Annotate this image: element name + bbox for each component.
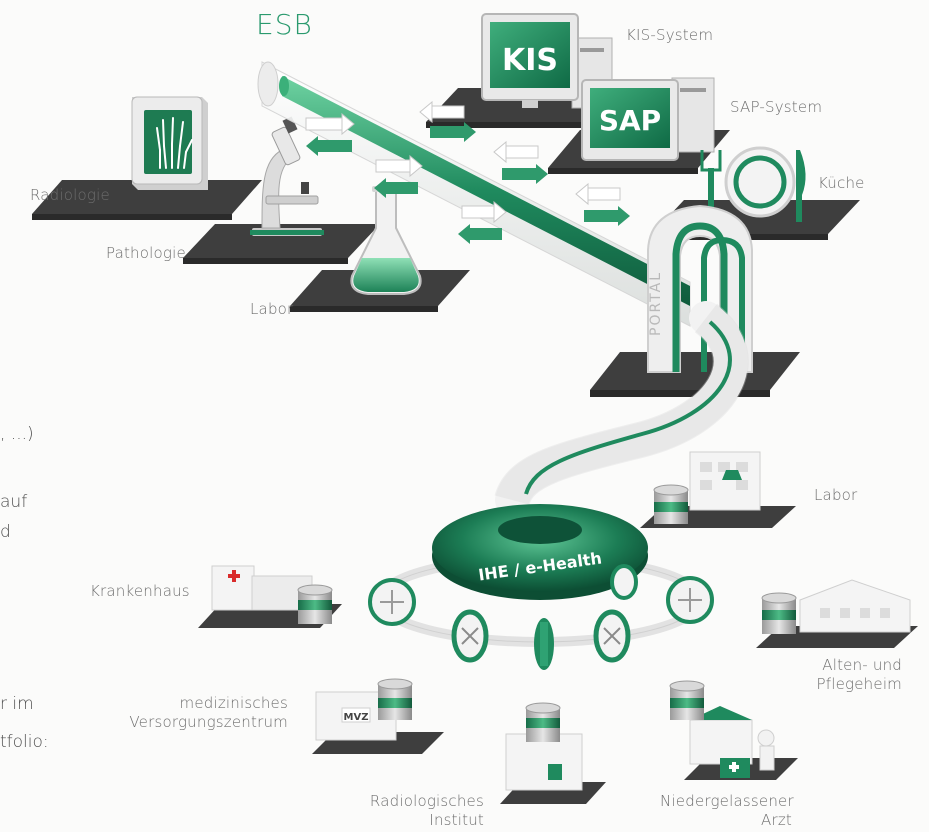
altenheim-label-line1: Alten- und [822, 656, 902, 674]
database-drum-icon [761, 592, 797, 634]
labor-right-label: Labor [814, 486, 858, 504]
labor-station [290, 186, 470, 312]
edge-text-5: tfolio: [0, 732, 49, 752]
arzt-site [669, 680, 798, 780]
radiologisches-institut-label: Radiologisches Institut [350, 792, 484, 830]
edge-text-4: r im [0, 694, 34, 714]
ihe-ehealth-hub: IHE / e-Health [432, 504, 648, 600]
connector-disc [666, 576, 714, 624]
arrow-icon [575, 182, 630, 226]
connector-disc [534, 618, 554, 670]
portal-text: PORTAL [648, 271, 664, 336]
rad-inst-label-line2: Institut [429, 811, 484, 829]
arrow-icon [458, 200, 507, 244]
arrow-icon [374, 154, 423, 198]
database-drum-icon [669, 680, 705, 720]
labor-right-site [640, 451, 796, 528]
arrow-icon [419, 100, 476, 142]
microscope-icon [250, 116, 324, 236]
plate-cutlery-icon [700, 146, 806, 222]
connector-discs [368, 564, 714, 670]
labor-top-label: Labor [250, 300, 294, 318]
mvz-label-line2: Versorgungszentrum [129, 713, 288, 731]
esb-message-arrows [305, 100, 630, 244]
edge-text-1: , ...) [0, 424, 34, 444]
altenheim-label: Alten- und Pflegeheim [790, 656, 902, 694]
sap-system-label: SAP-System [730, 98, 823, 116]
radiologisches-institut-site [500, 702, 606, 804]
mvz-sign-text: MVZ [344, 712, 369, 723]
krankenhaus-site [198, 565, 342, 628]
edge-text-2: auf [0, 492, 28, 512]
kis-monitor: KIS [481, 13, 579, 108]
arzt-label-line2: Arzt [761, 811, 792, 829]
sap-station: SAP [548, 77, 730, 174]
database-drum-icon [377, 678, 413, 720]
mvz-label-line1: medizinisches [179, 694, 288, 712]
flask-icon [350, 186, 422, 295]
kis-system-label: KIS-System [626, 26, 714, 44]
database-drum-icon [653, 484, 689, 524]
arzt-label-line1: Niedergelassener [660, 792, 794, 810]
kis-screen-text: KIS [502, 43, 558, 78]
xray-hand-icon [156, 117, 193, 169]
mvz-label: medizinisches Versorgungszentrum [120, 694, 288, 732]
edge-text-3: d [0, 522, 11, 542]
arrow-icon [493, 140, 548, 184]
esb-pipe [257, 61, 691, 327]
mvz-site: MVZ [312, 678, 444, 754]
connector-disc [368, 578, 416, 626]
sap-screen-text: SAP [599, 104, 661, 137]
database-drum-icon [297, 584, 333, 624]
connector-disc [593, 609, 631, 663]
arzt-label: Niedergelassener Arzt [660, 792, 794, 830]
pathologie-station [183, 116, 380, 264]
kueche-label: Küche [818, 174, 865, 192]
pathologie-label: Pathologie [106, 244, 186, 262]
radiologie-station [32, 96, 262, 220]
rad-inst-label-line1: Radiologisches [369, 792, 484, 810]
sap-monitor: SAP [581, 79, 679, 161]
arrow-icon [305, 112, 355, 156]
esb-title: ESB [256, 8, 313, 41]
altenheim-site [756, 579, 918, 648]
connector-disc [451, 609, 489, 663]
portal: PORTAL [494, 204, 800, 517]
connector-disc [610, 564, 638, 600]
database-drum-icon [525, 702, 561, 742]
krankenhaus-label: Krankenhaus [90, 582, 190, 600]
altenheim-label-line2: Pflegeheim [816, 675, 902, 693]
radiologie-label: Radiologie [30, 186, 110, 204]
